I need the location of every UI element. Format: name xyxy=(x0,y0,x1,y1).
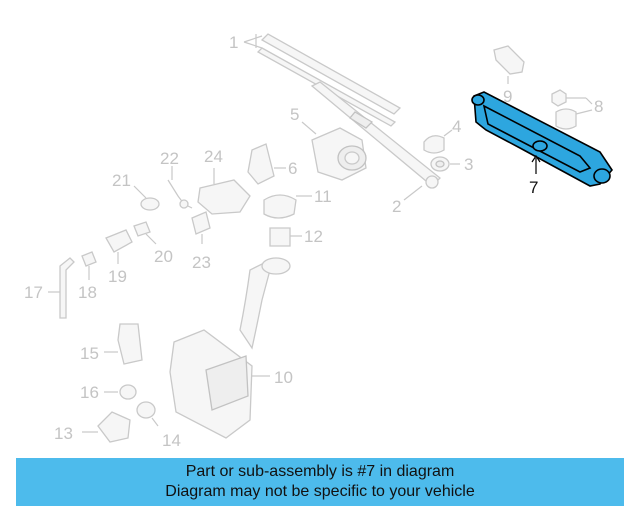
callout-12[interactable]: 12 xyxy=(304,227,323,246)
callout-21[interactable]: 21 xyxy=(112,171,131,190)
callout-6[interactable]: 6 xyxy=(288,159,297,178)
wiper-blade-part[interactable] xyxy=(243,33,402,127)
callout-19[interactable]: 19 xyxy=(108,267,127,286)
callout-23[interactable]: 23 xyxy=(192,253,211,272)
line-clip-part[interactable] xyxy=(167,166,193,209)
clip-part[interactable] xyxy=(493,45,525,84)
wiper-motor-part[interactable] xyxy=(301,121,367,181)
washer-pump-part[interactable] xyxy=(104,323,143,365)
hose-part[interactable] xyxy=(48,257,75,319)
banner-line-1: Part or sub-assembly is #7 in diagram xyxy=(185,463,455,480)
wiper-linkage-part-highlighted[interactable] xyxy=(471,91,614,187)
grommet-small-part[interactable] xyxy=(133,185,160,211)
callout-8[interactable]: 8 xyxy=(594,97,603,116)
callout-2[interactable]: 2 xyxy=(392,197,401,216)
wiper-arm-part[interactable] xyxy=(310,81,441,201)
callout-5[interactable]: 5 xyxy=(290,105,299,124)
bracket-part[interactable] xyxy=(247,143,286,185)
callout-24[interactable]: 24 xyxy=(204,147,223,166)
connector-part[interactable] xyxy=(81,251,97,280)
nut-part[interactable] xyxy=(430,156,460,172)
callout-3[interactable]: 3 xyxy=(464,155,473,174)
filler-cap-part[interactable] xyxy=(269,227,302,247)
cap-part[interactable] xyxy=(423,129,453,154)
small-seal-part[interactable] xyxy=(104,384,137,400)
callout-15[interactable]: 15 xyxy=(80,344,99,363)
cap-seal-part[interactable] xyxy=(263,194,312,219)
callout-16[interactable]: 16 xyxy=(80,383,99,402)
parts-diagram: 1 2 3 4 5 6 7 xyxy=(24,33,614,450)
callout-10[interactable]: 10 xyxy=(274,368,293,387)
info-banner: Part or sub-assembly is #7 in diagram Di… xyxy=(16,458,624,506)
cover-part[interactable] xyxy=(197,168,251,215)
sensor-part[interactable] xyxy=(191,211,211,244)
callout-17[interactable]: 17 xyxy=(24,283,43,302)
callout-18[interactable]: 18 xyxy=(78,283,97,302)
callout-9[interactable]: 9 xyxy=(503,87,512,106)
banner-line-2: Diagram may not be specific to your vehi… xyxy=(165,483,475,500)
grommet-part[interactable] xyxy=(136,401,159,427)
nozzle-part[interactable] xyxy=(105,229,133,264)
check-valve-part[interactable] xyxy=(133,221,157,245)
callout-1[interactable]: 1 xyxy=(229,33,238,52)
callout-4[interactable]: 4 xyxy=(452,117,461,136)
callout-11[interactable]: 11 xyxy=(314,187,332,206)
callout-7[interactable]: 7 xyxy=(529,178,538,197)
callout-20[interactable]: 20 xyxy=(154,247,173,266)
callout-13[interactable]: 13 xyxy=(54,424,73,443)
bolt-part[interactable] xyxy=(551,89,593,130)
washer-reservoir-part[interactable] xyxy=(169,257,291,439)
callout-22[interactable]: 22 xyxy=(160,149,179,168)
callout-14[interactable]: 14 xyxy=(162,431,181,450)
pump-connector-part[interactable] xyxy=(82,411,131,443)
